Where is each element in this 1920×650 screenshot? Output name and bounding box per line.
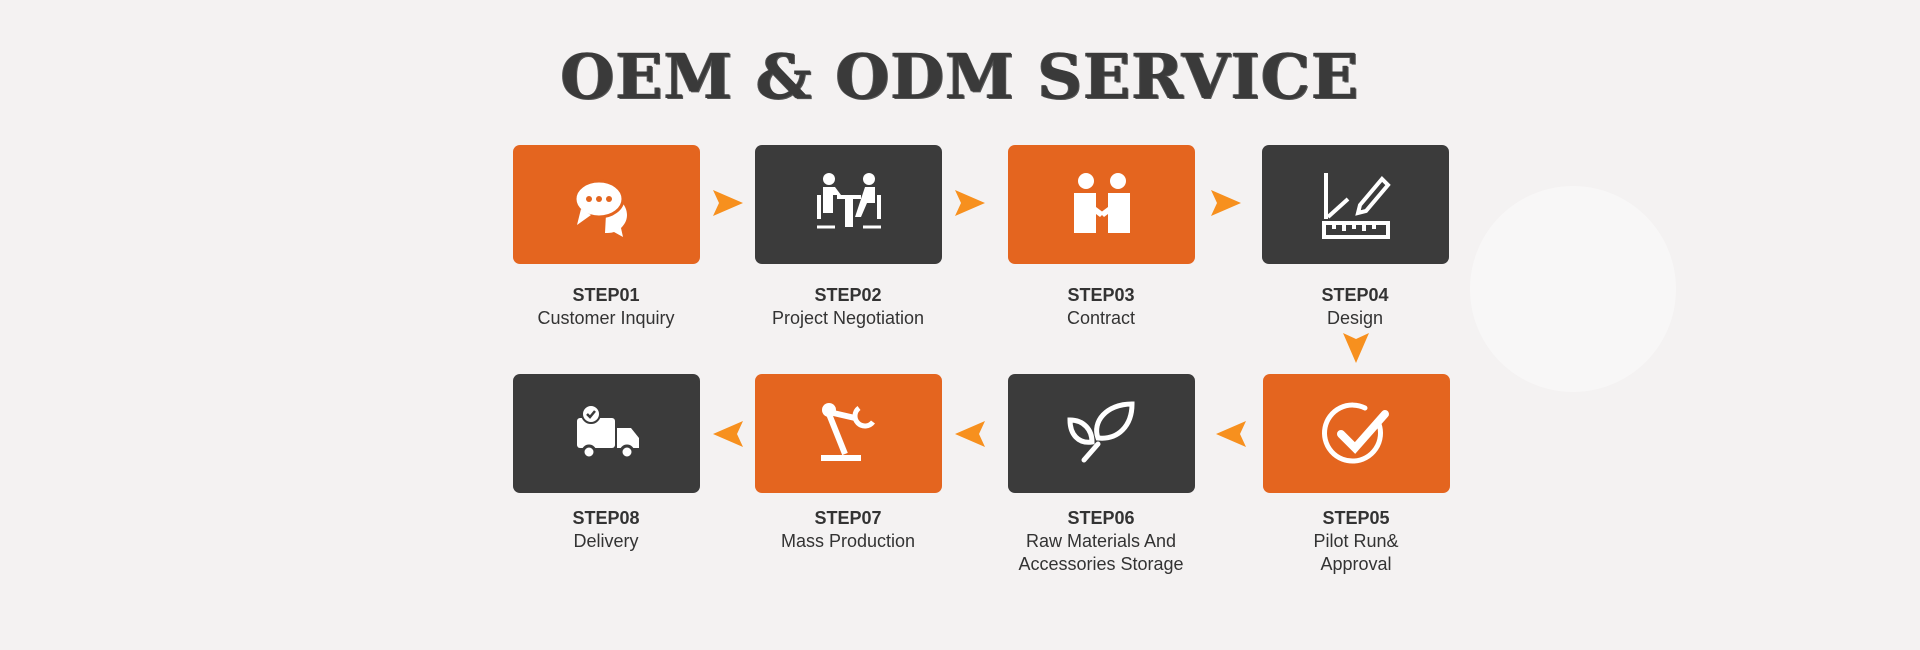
step-02-card (755, 145, 942, 264)
page-title: OEM & ODM SERVICE (560, 40, 1360, 113)
arrow-left-icon (1216, 421, 1246, 447)
ruler-pencil-icon (1321, 172, 1391, 239)
meeting-icon (816, 172, 881, 228)
step-05-card (1263, 374, 1450, 493)
robot-arm-icon (820, 402, 875, 461)
step-08-card (513, 374, 700, 493)
arrow-left-icon (955, 421, 985, 447)
delivery-truck-icon (576, 403, 639, 459)
step-06-card (1008, 374, 1195, 493)
arrow-left-icon (713, 421, 743, 447)
arrow-right-icon (955, 190, 985, 216)
leaf-icon (1066, 400, 1135, 462)
step-04-card (1262, 145, 1449, 264)
check-circle-icon (1321, 402, 1389, 464)
arrow-right-icon (713, 190, 743, 216)
step-03-card (1008, 145, 1195, 264)
handshake-icon (1073, 172, 1130, 233)
step-01-card (513, 145, 700, 264)
step-07-card (755, 374, 942, 493)
arrow-down-icon (1343, 333, 1369, 363)
decorative-circle (1470, 186, 1676, 392)
arrow-right-icon (1211, 190, 1241, 216)
chat-bubbles-icon (573, 179, 627, 237)
